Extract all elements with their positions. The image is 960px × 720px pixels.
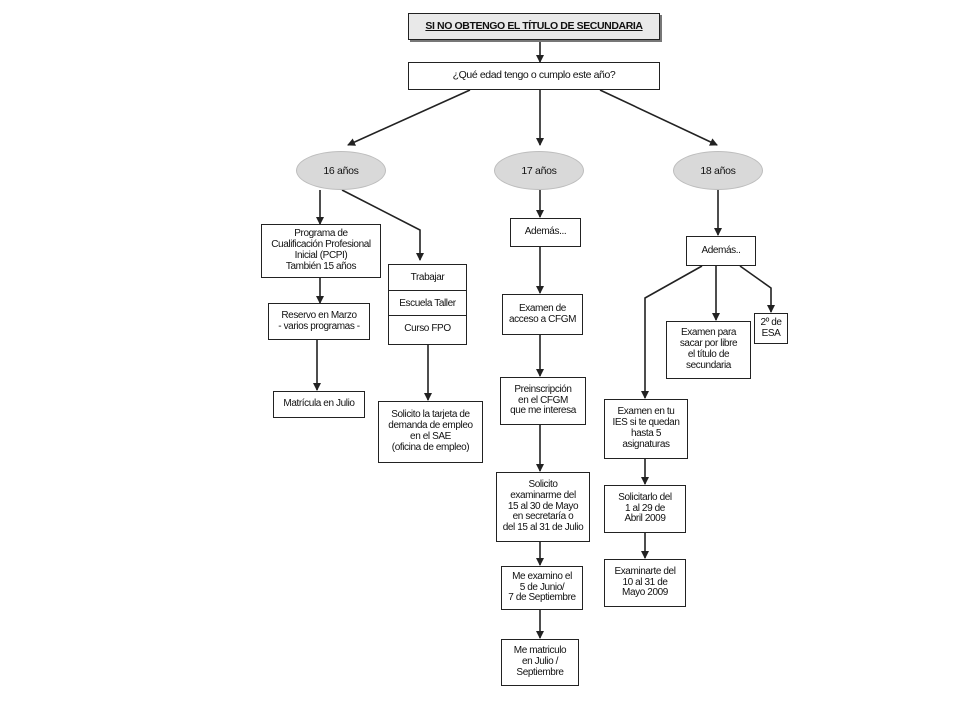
arrow-ademas-esa [739, 265, 775, 313]
solicito-examen-box: Solicito examinarme del 15 al 30 de Mayo… [496, 472, 590, 542]
examen-cfgm-box: Examen de acceso a CFGM [502, 294, 583, 335]
solicitarlo-box: Solicitarlo del 1 al 29 de Abril 2009 [604, 485, 686, 533]
pcpi-box: Programa de Cualificación Profesional In… [261, 224, 381, 278]
examen-libre-box: Examen para sacar por libre el título de… [666, 321, 751, 379]
arrow-16-options [341, 189, 424, 261]
examen-ies-box: Examen en tu IES si te quedan hasta 5 as… [604, 399, 688, 459]
ademas-17-box: Además... [510, 218, 581, 247]
age-18-node: 18 años [673, 151, 763, 190]
examinarte-box: Examinarte del 10 al 31 de Mayo 2009 [604, 559, 686, 607]
me-matriculo-box: Me matriculo en Julio / Septiembre [501, 639, 579, 686]
tarjeta-empleo-box: Solicito la tarjeta de demanda de empleo… [378, 401, 483, 463]
arrow-ademas-ies [641, 265, 703, 399]
option-trabajar: Trabajar [410, 272, 445, 283]
option-curso-fpo: Curso FPO [389, 315, 466, 340]
arrow-question-16 [347, 89, 471, 146]
option-escuela-taller: Escuela Taller [389, 290, 466, 315]
diagram-title: SI NO OBTENGO EL TÍTULO DE SECUNDARIA [408, 13, 660, 40]
matricula-julio-box: Matrícula en Julio [273, 391, 365, 418]
options-stack: Trabajar Escuela Taller Curso FPO [388, 264, 467, 345]
age-16-node: 16 años [296, 151, 386, 190]
arrow-question-18 [599, 89, 718, 146]
preinscripcion-box: Preinscripción en el CFGM que me interes… [500, 377, 586, 425]
age-question: ¿Qué edad tengo o cumplo este año? [408, 62, 660, 90]
esa-box: 2º de ESA [754, 313, 788, 344]
age-17-node: 17 años [494, 151, 584, 190]
ademas-18-box: Además.. [686, 236, 756, 266]
reserva-box: Reservo en Marzo - varios programas - [268, 303, 370, 340]
me-examino-box: Me examino el 5 de Junio/ 7 de Septiembr… [501, 566, 583, 610]
